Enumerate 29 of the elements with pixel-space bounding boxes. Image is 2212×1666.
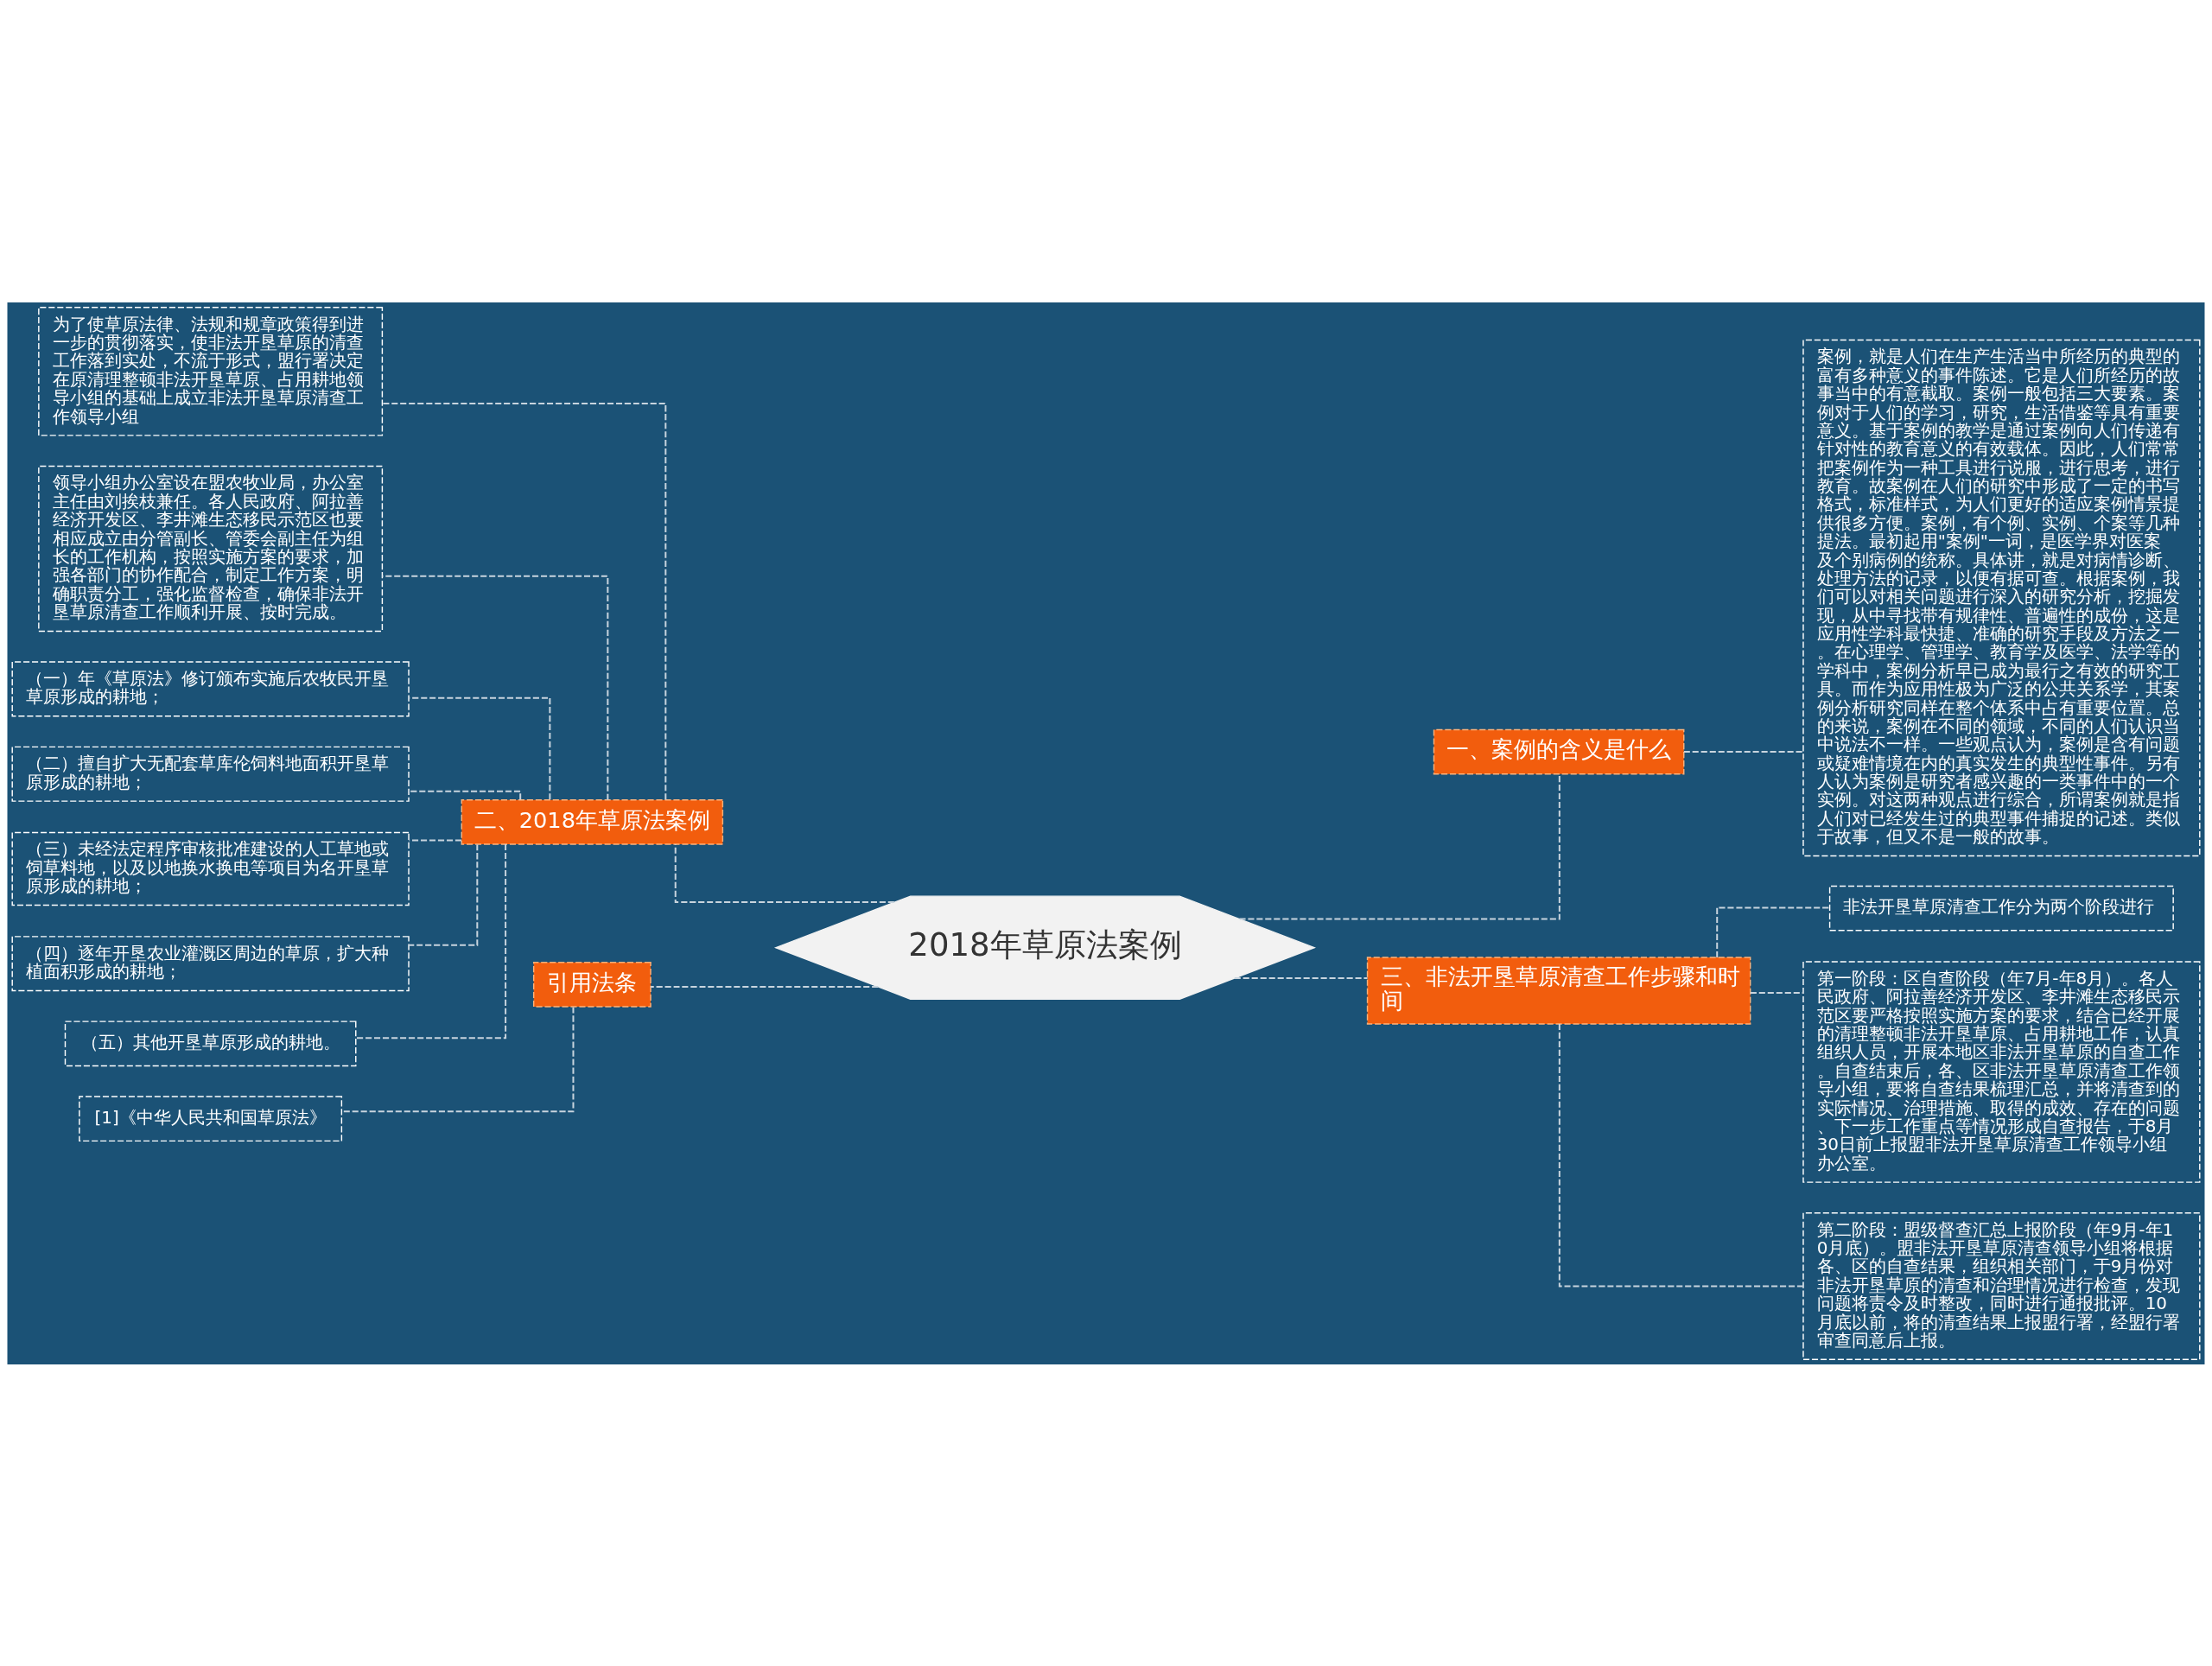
node-box: 一、案例的含义是什么 bbox=[1433, 728, 1685, 774]
connector bbox=[381, 402, 667, 800]
node-box: （四）逐年开垦农业灌溉区周边的草原，扩大种植面积形成的耕地； bbox=[11, 935, 410, 991]
connector bbox=[1682, 750, 1804, 753]
connector bbox=[408, 843, 479, 946]
connector bbox=[354, 843, 507, 1039]
node-box: （五）其他开垦草原形成的耕地。 bbox=[64, 1020, 357, 1066]
node-box: 引用法条 bbox=[532, 961, 652, 1008]
connector bbox=[408, 790, 522, 800]
connector bbox=[408, 696, 551, 800]
node-box: 领导小组办公室设在盟农牧业局，办公室主任由刘挨枝兼任。各人民政府、阿拉善经济开发区、李井滩生态移民示范区也要相应成立由分管副长、管委会副主任为组长的工作机构，按照实施方案的要求，加强各部门的协作配合，制定工作方案，明确职责分工，强化监督检查，确保非法开垦草原清查工作顺利开展、按时完成。 bbox=[38, 465, 384, 632]
connector bbox=[650, 985, 880, 988]
node-box: （二）擅自扩大无配套草库伦饲料地面积开垦草原形成的耕地； bbox=[11, 746, 410, 802]
connector bbox=[1716, 906, 1831, 958]
connector bbox=[1558, 1022, 1804, 1287]
connector bbox=[1233, 976, 1369, 979]
connector bbox=[408, 838, 462, 841]
node-box: （一）年《草原法》修订颁布实施后农牧民开垦草原形成的耕地； bbox=[11, 660, 410, 716]
connector bbox=[1749, 991, 1804, 994]
node-box: 案例，就是人们在生产生活当中所经历的典型的富有多种意义的事件陈述。它是人们所经历的故事当中的有意截取。案例一般包括三大要素。案例对于人们的学习，研究，生活借鉴等具有重要意义。基于案例的教学是通过案例向人们传递有针对性的教育意义的有效载体。因此，人们常常把案例作为一种工具进行说服，进行思考，进行教育。故案例在人们的研究中形成了一定的书写格式，标准样式，为人们更好的适应案例情景提供很多方便。案例，有个例、实例、个案等几种提法。最初起用"案例"一词，是医学界对医案及个别病例的统称。具体讲，就是对病情诊断、处理方法的记录，以便有据可查。根据案例，我们可以对相关问题进行深入的研究分析，挖掘发现，从中寻找带有规律性、普遍性的成份，这是应用性学科最快捷、准确的研究手段及方法之一。在心理学、管理学、教育学及医学、法学等的学科中，案例分析早已成为最行之有效的研究工具。而作为应用性极为广泛的公共关系学，其案例分析研究同样在整个体系中占有重要位置。总的来说，案例在不同的领域，不同的人们认识当中说法不一样。一些观点认为，案例是含有问题或疑难情境在内的真实发生的典型性事件。另有人认为案例是研究者感兴趣的一类事件中的一个实例。对这两种观点进行综合，所谓案例就是指人们对已经发生过的典型事件捕捉的记述。类似于故事，但又不是一般的故事。 bbox=[1802, 339, 2201, 856]
node-box: （三）未经法定程序审核批准建设的人工草地或饲草料地，以及以地换水换电等项目为名开垦草原形成的耕地； bbox=[11, 831, 410, 906]
node-box: 第二阶段：盟级督查汇总上报阶段（年9月-年10月底）。盟非法开垦草原清查领导小组将根据各、区的自查结果，组织相关部门，于9月份对非法开垦草原的清查和治理情况进行检查，发现问题将责令及时整改，同时进行通报批评。10月底以前，将的清查结果上报盟行署，经盟行署审查同意后上报。 bbox=[1802, 1211, 2201, 1360]
node-box: 三、非法开垦草原清查工作步骤和时间 bbox=[1366, 956, 1751, 1025]
node-box: [1]《中华人民共和国草原法》 bbox=[79, 1095, 343, 1141]
node-box: 非法开垦草原清查工作分为两个阶段进行 bbox=[1828, 885, 2174, 931]
connector bbox=[674, 843, 895, 903]
node-box: 二、2018年草原法案例 bbox=[461, 798, 724, 845]
node-box: 为了使草原法律、法规和规章政策得到进一步的贯彻落实，使非法开垦草原的清查工作落到实处，不流于形式，盟行署决定在原清理整顿非法开垦草原、占用耕地领导小组的基础上成立非法开垦草原清查工作领导小组 bbox=[38, 306, 384, 436]
node-box: 第一阶段：区自查阶段（年7月-年8月）。各人民政府、阿拉善经济开发区、李井滩生态移民示范区要严格按照实施方案的要求，结合已经开展的清理整顿非法开垦草原、占用耕地工作，认真组织人员，开展本地区非法开垦草原的自查工作。自查结束后，各、区非法开垦草原清查工作领导小组，要将自查结果梳理汇总，并将清查到的实际情况、治理措施、取得的成效、存在的问题、下一步工作重点等情况形成自查报告，于8月30日前上报盟非法开垦草原清查工作领导小组办公室。 bbox=[1802, 960, 2201, 1183]
